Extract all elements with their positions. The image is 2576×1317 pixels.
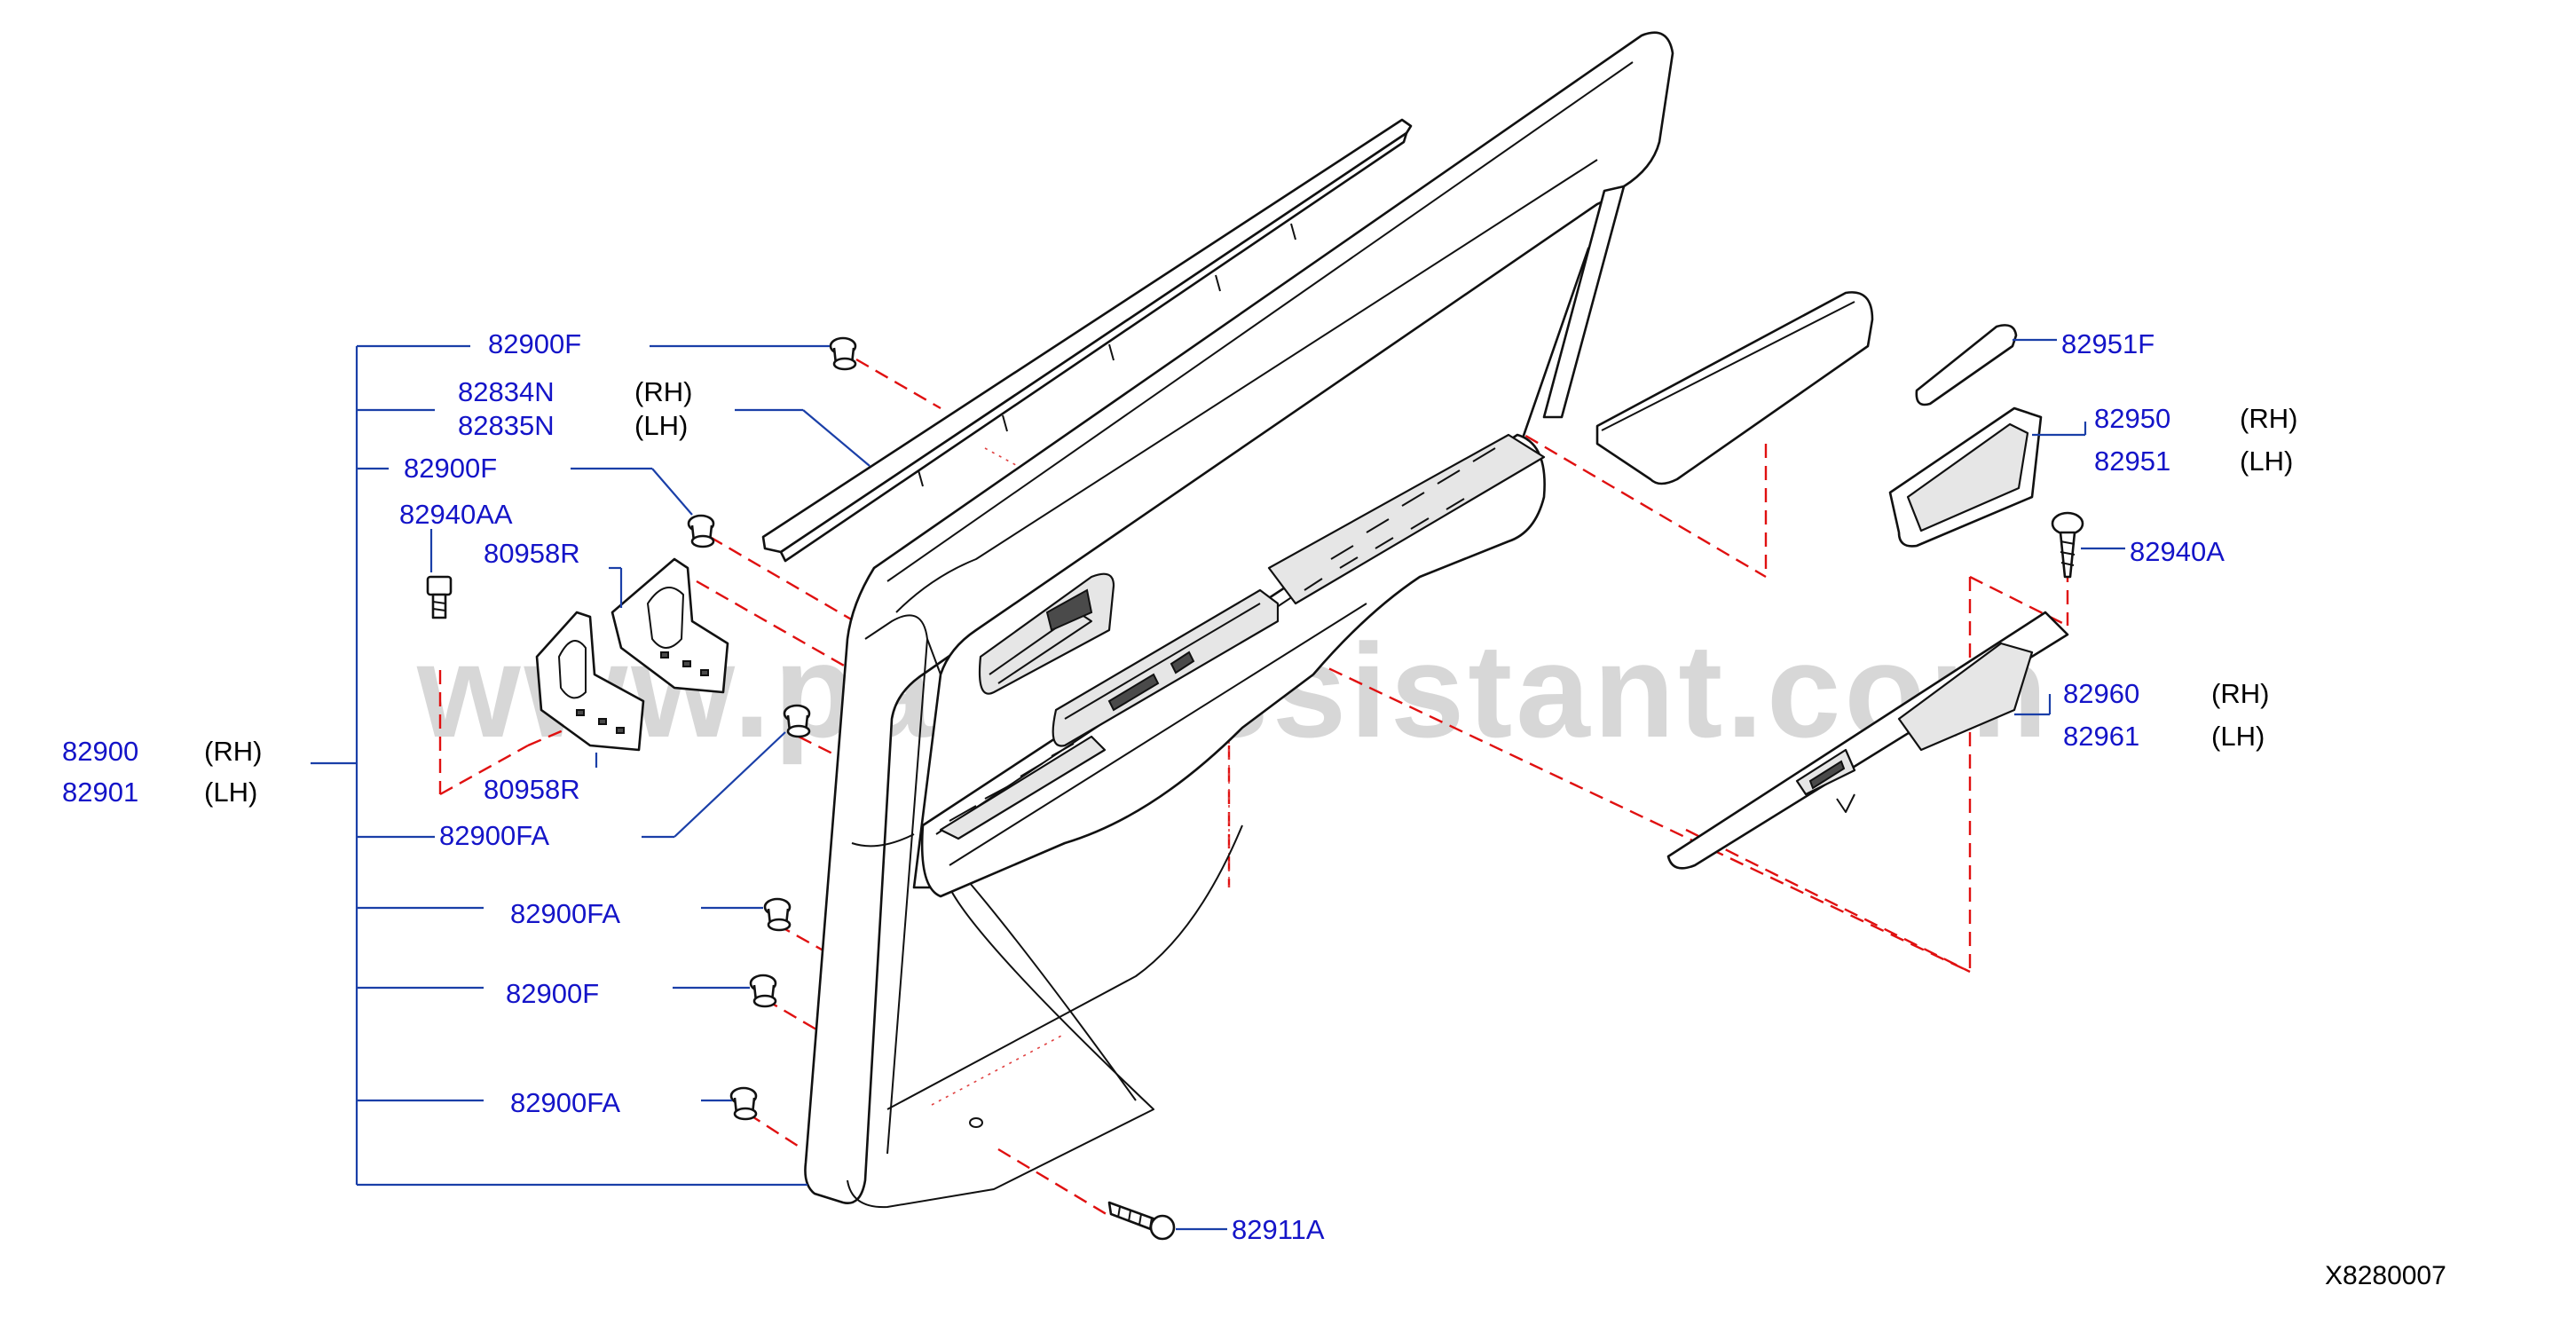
label-82961: 82961 [2063, 721, 2139, 752]
label-82951: 82951 [2094, 446, 2170, 477]
screw-82911a [1107, 1201, 1176, 1241]
trim-clip-2 [687, 514, 715, 548]
bracket-upper [611, 557, 729, 694]
reference-code: X8280007 [2325, 1261, 2446, 1290]
label-82900fa-b: 82900FA [510, 898, 620, 929]
label-82901: 82901 [62, 777, 138, 808]
trim-clip-3 [783, 704, 811, 738]
leader-lines [311, 338, 2125, 1231]
trim-clip-1 [829, 336, 857, 371]
label-82960-side: (RH) [2211, 678, 2269, 709]
label-82940aa: 82940AA [399, 499, 513, 530]
trim-clip-4 [763, 897, 792, 932]
screw-82940a [2051, 511, 2084, 579]
label-82901-side: (LH) [204, 777, 257, 808]
label-82835n-side: (LH) [634, 410, 688, 441]
pull-handle-cover [1915, 324, 2018, 406]
label-82951f: 82951F [2061, 328, 2155, 359]
label-82900fa-a: 82900FA [439, 820, 549, 851]
label-82951-side: (LH) [2240, 446, 2293, 477]
window-switch-finisher [1666, 611, 2069, 870]
label-82911a: 82911A [1232, 1214, 1325, 1245]
label-82835n: 82835N [458, 410, 555, 441]
label-82940a: 82940A [2130, 536, 2225, 567]
label-82900f-b: 82900F [404, 453, 497, 484]
label-82961-side: (LH) [2211, 721, 2265, 752]
label-80958r-upper: 80958R [484, 538, 580, 569]
label-82900f-a: 82900F [488, 328, 581, 359]
trim-clip-5 [749, 974, 777, 1008]
window-switch-bezel [1267, 433, 1546, 605]
bracket-lower [535, 611, 645, 752]
weatherstrip-part [761, 118, 1413, 563]
screw-82940aa [426, 575, 453, 619]
label-82950-side: (RH) [2240, 403, 2297, 434]
label-82900-side: (RH) [204, 736, 262, 767]
pull-handle-cup [1888, 406, 2043, 548]
label-82960: 82960 [2063, 678, 2139, 709]
label-82950: 82950 [2094, 403, 2170, 434]
door-trim-panel [804, 31, 1674, 1209]
label-82900fa-c: 82900FA [510, 1087, 620, 1118]
armrest-pad [1595, 291, 1874, 485]
label-82834n-side: (RH) [634, 376, 692, 407]
label-82900: 82900 [62, 736, 138, 767]
callout-labels: 82900F 82834N (RH) 82835N (LH) 82900F 82… [62, 328, 2446, 1290]
label-82834n: 82834N [458, 376, 555, 407]
trim-clip-6 [729, 1086, 758, 1121]
label-82900f-c: 82900F [506, 978, 599, 1009]
label-80958r-lower: 80958R [484, 774, 580, 805]
door-handle-cavity [1052, 588, 1280, 747]
